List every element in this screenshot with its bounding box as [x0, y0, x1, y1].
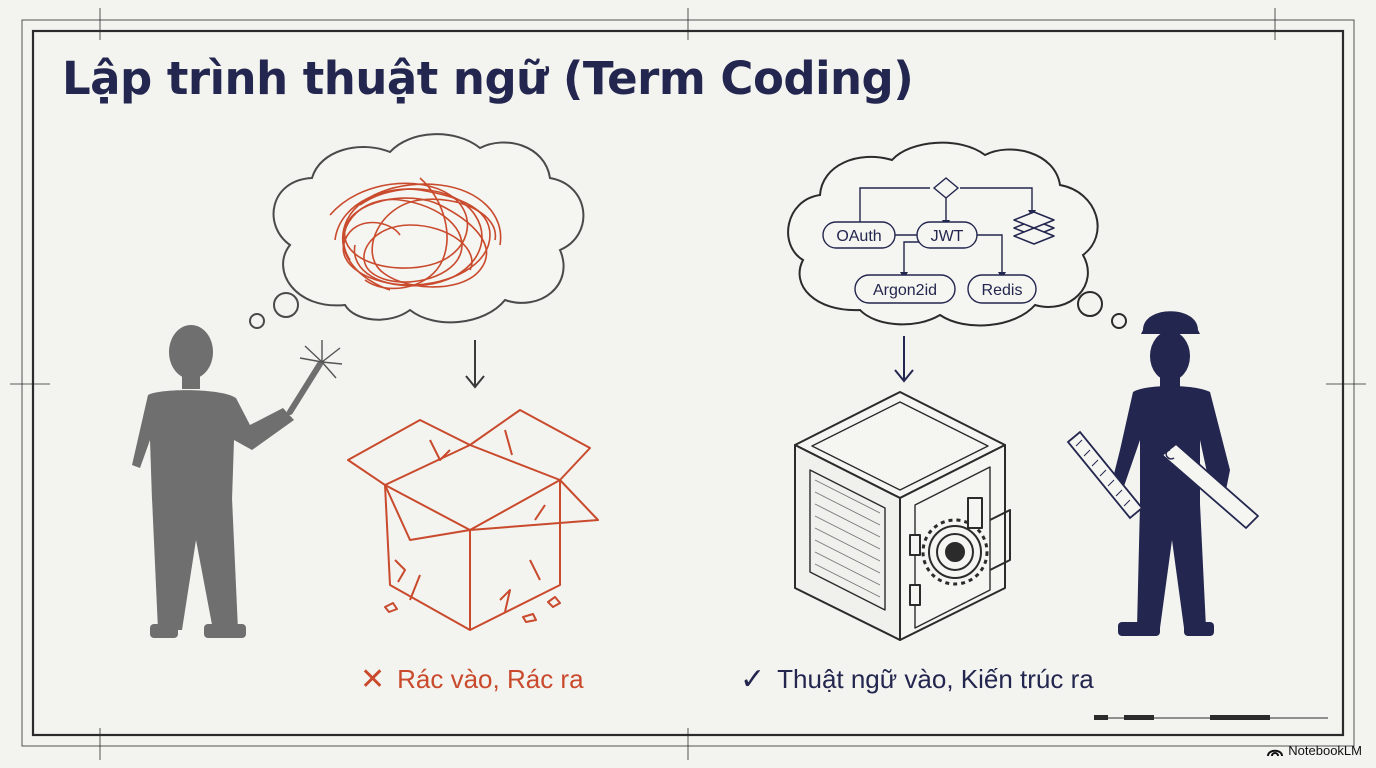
brand-watermark: NotebookLM: [1267, 743, 1362, 758]
blueprint-roll-icon: [1161, 443, 1259, 529]
blueprint-frame: [10, 8, 1366, 760]
arrow-down-icon: [894, 336, 914, 383]
garbage-caption-text: Rác vào, Rác ra: [397, 664, 584, 694]
node-label-redis: Redis: [982, 282, 1023, 299]
garbage-caption: ✕ Rác vào, Rác ra: [360, 664, 584, 695]
vault-safe-icon: [794, 391, 1011, 641]
layers-stack-icon: [1013, 211, 1055, 245]
architecture-caption-text: Thuật ngữ vào, Kiến trúc ra: [777, 664, 1094, 694]
architecture-thought-cloud: OAuth JWT Argon2id Redis: [787, 141, 1127, 329]
architecture-caption: ✓ Thuật ngữ vào, Kiến trúc ra: [740, 664, 1094, 695]
node-label-oauth: OAuth: [836, 228, 881, 245]
node-redis: Redis: [967, 274, 1037, 304]
ruler-icon: [1066, 430, 1144, 520]
cross-icon: ✕: [360, 662, 386, 696]
node-label-jwt: JWT: [931, 228, 964, 245]
node-label-argon2id: Argon2id: [873, 282, 937, 299]
node-oauth: OAuth: [822, 221, 896, 249]
broken-box-icon: [347, 409, 599, 631]
architecture-connectors: [859, 187, 1033, 274]
page-title: Lập trình thuật ngữ (Term Coding): [62, 52, 914, 105]
wizard-figure-icon: [132, 325, 294, 638]
magic-wand-icon: [287, 340, 343, 415]
check-icon: ✓: [740, 662, 766, 696]
node-jwt: JWT: [916, 221, 978, 249]
tangled-thought-cloud: [249, 133, 585, 329]
scale-bar: [1094, 715, 1328, 720]
brand-label: NotebookLM: [1288, 743, 1362, 758]
notebooklm-logo-icon: [1267, 749, 1284, 756]
arrow-down-icon: [465, 340, 485, 389]
engineer-figure-icon: [1110, 311, 1230, 636]
node-argon2id: Argon2id: [854, 274, 956, 304]
tangled-scribble: [329, 177, 502, 291]
decision-diamond-icon: [932, 177, 960, 199]
